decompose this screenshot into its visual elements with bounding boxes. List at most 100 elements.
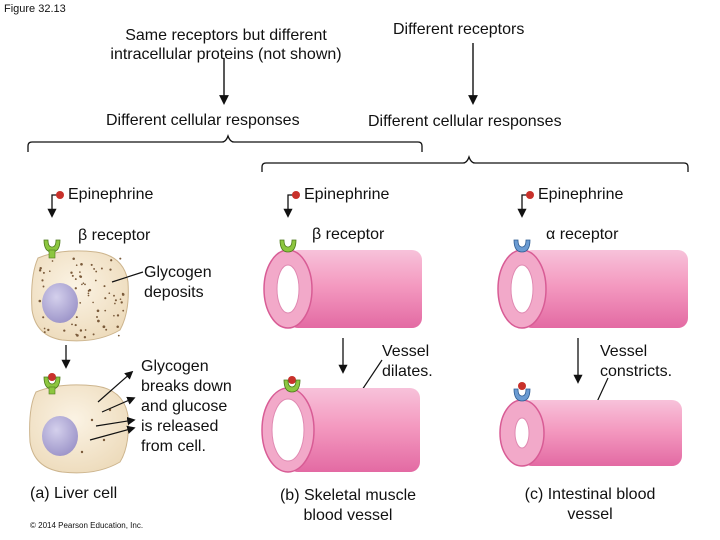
vessel-c-after	[499, 399, 682, 467]
panel-b-receptor-symbol: β	[312, 226, 322, 243]
glycogen-granule	[105, 328, 108, 331]
glycogen-granule	[42, 285, 45, 288]
dilates-line-1: Vessel	[382, 343, 430, 360]
glycogen-granule	[70, 271, 73, 274]
beta-receptor-b-bottom	[283, 376, 301, 393]
glycogen-granule	[42, 316, 45, 319]
glycogen-granule	[93, 267, 96, 270]
constricts-pointer	[595, 377, 609, 405]
glycogen-granule	[38, 269, 42, 272]
glycogen-granule	[41, 279, 44, 282]
glycogen-granule	[47, 328, 50, 332]
glycogen-granule	[94, 279, 97, 282]
alpha-receptor-c-bottom	[513, 382, 531, 402]
glycogen-granule	[71, 323, 73, 326]
glycogen-granule	[117, 334, 120, 337]
panel-b-caption-line-1: (b) Skeletal muscle	[279, 487, 417, 504]
glycogen-granule	[122, 309, 125, 312]
panel-c-caption-line-2: vessel	[567, 506, 613, 523]
figure-label: Figure 32.13	[4, 3, 66, 15]
glycogen-granule	[90, 263, 93, 266]
glycogen-granule	[104, 297, 107, 300]
panel-c-receptor-word: receptor	[559, 226, 619, 243]
beta-receptor-b-top	[279, 239, 297, 253]
glucose-release-arrows	[89, 370, 136, 441]
result-line-4: is released	[141, 418, 219, 435]
glycogen-granule	[76, 334, 79, 337]
panel-b-signal-arrow	[283, 191, 300, 218]
glycogen-granule	[119, 298, 122, 301]
liver-cell-before	[31, 250, 129, 342]
glycogen-granule	[87, 292, 90, 295]
panel-b-receptor-word: receptor	[325, 226, 385, 243]
glycogen-granule	[83, 336, 87, 339]
deposits-line-2: deposits	[144, 284, 204, 301]
panel-c-caption: (c) Intestinal blood vessel	[504, 485, 676, 525]
glycogen-granule	[43, 327, 46, 330]
deposits-pointer	[111, 271, 144, 283]
glycogen-granule	[113, 314, 115, 317]
panel-b-epinephrine: Epinephrine	[304, 186, 390, 203]
panel-a-signal-arrow	[47, 191, 64, 218]
vessel-b-after	[261, 387, 420, 473]
glycogen-granule	[96, 316, 98, 318]
glycogen-granule	[80, 262, 83, 266]
vessel-b-before	[263, 249, 422, 329]
beta-receptor-a-top	[43, 239, 61, 259]
different-receptors-heading: Different receptors	[393, 21, 525, 38]
glycogen-granule	[120, 301, 123, 304]
result-line-3: and glucose	[141, 398, 228, 415]
liver-nucleus-before	[42, 283, 78, 323]
glycogen-breakdown-label: Glycogen breaks down and glucose is rele…	[141, 357, 232, 457]
result-line-5: from cell.	[141, 438, 206, 455]
glycogen-granule	[74, 278, 77, 281]
glycogen-dots	[38, 257, 125, 339]
liver-cell-after	[29, 384, 129, 474]
glycogen-granule	[109, 268, 112, 271]
panel-a-epinephrine: Epinephrine	[68, 186, 154, 203]
panel-a-receptor-symbol: β	[78, 227, 88, 244]
beta-receptor-a-bottom	[43, 373, 61, 395]
glycogen-granule	[114, 299, 117, 302]
glycogen-granule	[42, 271, 45, 274]
glycogen-granule	[49, 270, 51, 273]
dilates-pointer	[361, 359, 383, 391]
right-cellular-responses: Different cellular responses	[368, 113, 562, 130]
copyright-notice: © 2014 Pearson Education, Inc.	[30, 521, 144, 530]
glycogen-granule	[79, 329, 83, 332]
glycogen-granule	[81, 283, 83, 286]
glycogen-granule	[113, 294, 115, 297]
left-cellular-responses: Different cellular responses	[106, 112, 300, 129]
glycogen-granule	[95, 270, 98, 273]
vessel-c-before	[497, 249, 688, 329]
glycogen-granule	[119, 257, 122, 260]
same-receptors-heading: Same receptors but different intracellul…	[110, 27, 342, 63]
panel-a-receptor-word: receptor	[91, 227, 151, 244]
glycogen-granule	[108, 292, 111, 295]
result-line-1: Glycogen	[141, 358, 209, 375]
alpha-receptor-c-top	[513, 239, 531, 253]
glycogen-granule	[51, 260, 54, 262]
left-brace	[27, 133, 423, 152]
glycogen-granule	[92, 301, 94, 304]
panel-c-receptor-label: α receptor	[546, 226, 618, 244]
glycogen-granule	[75, 316, 78, 319]
glycogen-granule	[39, 266, 42, 270]
glycogen-granule	[71, 274, 74, 277]
glycogen-granule	[38, 299, 42, 303]
panel-a-caption: (a) Liver cell	[30, 485, 118, 502]
glycogen-granule	[116, 314, 120, 317]
glycogen-granule	[92, 333, 95, 336]
glycogen-granule	[114, 302, 116, 305]
glycogen-granule	[100, 267, 103, 270]
glycogen-granule	[88, 288, 92, 292]
panel-c-caption-line-1: (c) Intestinal blood	[524, 486, 656, 503]
dilates-line-2: dilates.	[382, 363, 433, 380]
vessel-dilates-label: Vessel dilates.	[382, 342, 433, 382]
result-line-2: breaks down	[141, 378, 232, 395]
glycogen-granule	[43, 331, 46, 334]
glycogen-granule	[79, 302, 82, 304]
